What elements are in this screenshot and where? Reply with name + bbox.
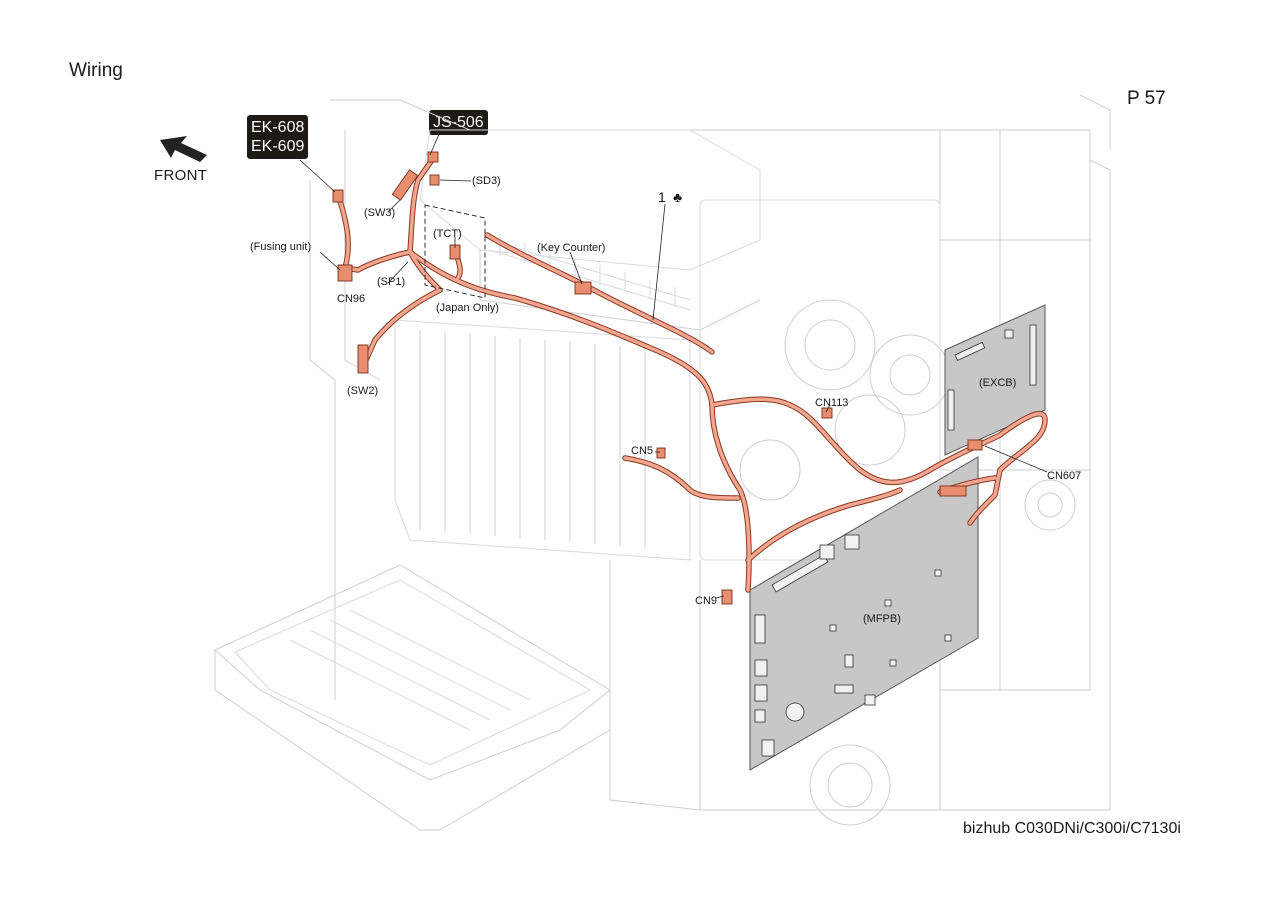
key-counter-connector bbox=[574, 281, 592, 295]
japan-only-label: (Japan Only) bbox=[436, 302, 499, 314]
js-connector bbox=[391, 169, 419, 201]
ek-option-badge: EK-608 EK-609 bbox=[247, 115, 309, 159]
cn113-connector bbox=[821, 407, 833, 419]
model-name: bizhub C030DNi/C300i/C7130i bbox=[963, 820, 1181, 837]
cn607-connector bbox=[967, 439, 983, 451]
sd3-connector bbox=[427, 151, 439, 163]
js-506-label: JS-506 bbox=[433, 114, 484, 131]
key-counter-label: (Key Counter) bbox=[537, 242, 605, 254]
leader-lines bbox=[299, 131, 1048, 599]
ek-609-label: EK-609 bbox=[251, 138, 305, 155]
sw2-connector bbox=[357, 344, 369, 374]
japan-only-region bbox=[424, 204, 486, 299]
club-mark-icon: ♣ bbox=[673, 189, 682, 205]
sd3-label: (SD3) bbox=[472, 175, 501, 187]
js-option-badge: JS-506 bbox=[429, 110, 488, 135]
cn96-connector bbox=[337, 264, 353, 282]
ek-connector bbox=[332, 189, 344, 203]
mfpb-label: (MFPB) bbox=[863, 613, 901, 625]
arrow-front-icon bbox=[160, 136, 207, 162]
sp1-label: (SP1) bbox=[377, 276, 405, 288]
wire-harness bbox=[332, 151, 1048, 605]
ek-608-label: EK-608 bbox=[251, 119, 305, 136]
excb-mfpb-connector bbox=[939, 485, 967, 497]
cn113-label: CN113 bbox=[815, 397, 848, 409]
cn5-connector bbox=[656, 447, 666, 459]
cn607-label: CN607 bbox=[1047, 470, 1081, 482]
page-title: Wiring bbox=[69, 60, 123, 81]
tct-label: (TCT) bbox=[433, 228, 462, 240]
cn96-label: CN96 bbox=[337, 293, 365, 305]
sw2-label: (SW2) bbox=[347, 385, 378, 397]
cn9-connector bbox=[721, 589, 733, 605]
cn5-label: CN5 bbox=[631, 445, 653, 457]
mfpb-board bbox=[749, 456, 979, 771]
cn9-label: CN9 bbox=[695, 595, 717, 607]
front-label: FRONT bbox=[154, 167, 208, 184]
sw3-label: (SW3) bbox=[364, 207, 395, 219]
sd3-connector-2 bbox=[429, 174, 440, 186]
excb-board bbox=[944, 304, 1046, 456]
excb-label: (EXCB) bbox=[979, 377, 1016, 389]
page-number: P 57 bbox=[1127, 88, 1166, 109]
item-number: 1 bbox=[658, 189, 666, 205]
fusing-unit-label: (Fusing unit) bbox=[250, 241, 311, 253]
machine-frame bbox=[214, 94, 1111, 831]
